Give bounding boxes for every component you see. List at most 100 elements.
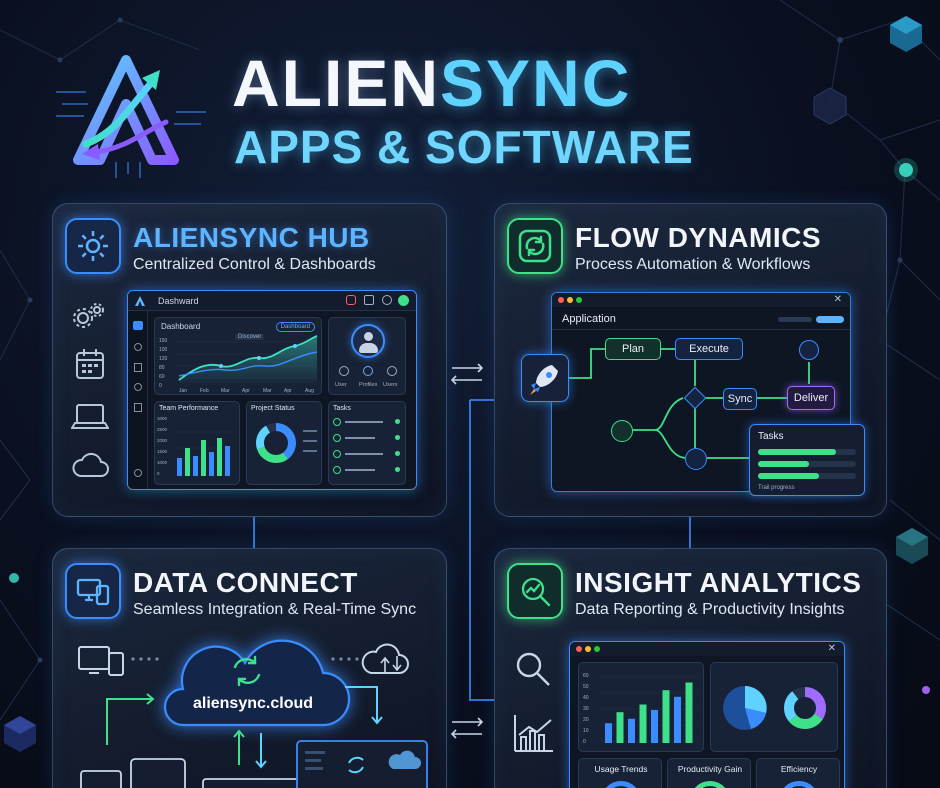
insight-metric-label: Efficiency	[780, 764, 818, 774]
dashboard-badge[interactable]: Dashboard	[275, 322, 315, 332]
team-bar	[177, 458, 182, 476]
rail-team-icon[interactable]	[134, 383, 142, 391]
data-connect-subtitle: Seamless Integration & Real-Time Sync	[133, 601, 417, 618]
hub-x-tick: Mar	[221, 388, 230, 394]
team-performance-title: Team Performance	[159, 405, 219, 412]
hub-y-tick: 0	[159, 383, 162, 389]
team-y-tick: 0	[157, 471, 160, 476]
laptop-icon	[71, 404, 109, 429]
team-bar	[201, 440, 206, 476]
team-bar	[225, 446, 230, 476]
gears-icon	[73, 303, 104, 328]
hub-title: ALIENSYNC HUB	[133, 222, 370, 253]
window-minimize-dot[interactable]	[585, 646, 591, 652]
task-status-dot	[395, 467, 400, 472]
team-y-tick: 1000	[157, 416, 168, 421]
hub-x-tick: Apr	[242, 388, 250, 394]
insight-y-tick: 40	[583, 695, 589, 701]
insight-bar	[628, 718, 635, 743]
merge-node-circle[interactable]	[685, 448, 707, 470]
task-check-icon[interactable]	[333, 418, 341, 426]
hub-tasks-title: Tasks	[333, 405, 351, 412]
flow-tasks-card[interactable]: Tasks Trail progress	[749, 424, 865, 496]
team-y-tick: 2000	[157, 438, 168, 443]
team-y-tick: 1500	[157, 449, 168, 454]
insight-bar	[674, 696, 681, 743]
rail-home-icon[interactable]	[133, 321, 143, 330]
plan-node[interactable]: Plan	[605, 338, 661, 360]
insight-analytics-panel[interactable]: INSIGHT ANALYTICS Data Reporting & Produ…	[494, 548, 887, 788]
window-maximize-dot[interactable]	[594, 646, 600, 652]
rail-settings-icon[interactable]	[134, 469, 142, 477]
task-check-icon[interactable]	[333, 466, 341, 474]
start-node-circle[interactable]	[611, 420, 633, 442]
user-avatar-icon[interactable]	[398, 295, 409, 306]
task-progress-fill	[758, 461, 809, 467]
dashboard-label: Dashboard	[161, 322, 201, 331]
rocket-icon[interactable]	[521, 354, 569, 402]
data-sync-diagram	[78, 639, 428, 788]
insight-metric-gauge	[690, 781, 730, 788]
insight-metric-gauge	[601, 781, 641, 788]
window-minimize-dot[interactable]	[567, 297, 573, 303]
insight-metric-card[interactable]: Efficiency	[756, 758, 840, 788]
hub-y-tick: 80	[159, 365, 165, 371]
insight-bar	[651, 710, 658, 743]
window-icon[interactable]	[364, 295, 374, 305]
rail-docs-icon[interactable]	[134, 363, 142, 372]
user-label: Users	[383, 382, 398, 388]
window-close-dot[interactable]	[558, 297, 564, 303]
insight-y-tick: 30	[583, 706, 589, 712]
calendar-icon	[76, 349, 104, 379]
insight-metric-card[interactable]: Usage Trends	[578, 758, 662, 788]
window-maximize-dot[interactable]	[576, 297, 582, 303]
team-bar	[193, 456, 198, 476]
close-icon[interactable]: ✕	[833, 294, 842, 305]
insight-window-bar	[570, 642, 844, 656]
hub-x-tick: Feb	[200, 388, 209, 394]
hub-x-tick: Apr	[284, 388, 292, 394]
flow-screen-title: Application	[562, 313, 616, 325]
insight-pie-charts	[723, 686, 826, 730]
hub-y-tick: 100	[159, 347, 168, 353]
hub-tasks-card[interactable]: Tasks	[328, 401, 406, 485]
user-icon	[387, 366, 397, 376]
hub-y-tick: 60	[159, 374, 165, 380]
magnifier-icon	[516, 652, 550, 686]
flow-tasks-title: Tasks	[758, 431, 784, 442]
hub-dashboard-screen[interactable]: Dashward Dashboard Dashboard Discover	[127, 290, 417, 490]
end-node-circle[interactable]	[799, 340, 819, 360]
hub-line-chart	[177, 335, 318, 386]
cloud-domain-label: aliensync.cloud	[192, 695, 314, 712]
insight-bar	[616, 712, 624, 743]
task-check-icon[interactable]	[333, 434, 341, 442]
deliver-node[interactable]: Deliver	[787, 386, 835, 410]
task-status-dot	[395, 419, 400, 424]
hub-subtitle: Centralized Control & Dashboards	[133, 256, 376, 273]
task-check-icon[interactable]	[333, 450, 341, 458]
rail-files-icon[interactable]	[134, 403, 142, 412]
execute-node[interactable]: Execute	[675, 338, 743, 360]
project-status-title: Project Status	[251, 405, 295, 412]
insight-bar	[639, 704, 647, 743]
insight-metric-card[interactable]: Productivity Gain	[667, 758, 751, 788]
brand-title-part2: SYNC	[440, 46, 632, 120]
data-connect-panel[interactable]: DATA CONNECT Seamless Integration & Real…	[52, 548, 447, 788]
flow-tasks-caption: Trail progress	[758, 485, 795, 491]
flow-dynamics-panel[interactable]: FLOW DYNAMICS Process Automation & Workf…	[494, 203, 887, 517]
flow-action-pill[interactable]	[816, 316, 844, 323]
insight-metric-label: Productivity Gain	[677, 764, 743, 774]
settings-icon[interactable]	[382, 295, 392, 305]
sync-node[interactable]: Sync	[723, 388, 757, 410]
close-icon[interactable]: ✕	[827, 643, 836, 654]
team-bar-chart	[173, 431, 237, 476]
notification-icon[interactable]	[346, 295, 356, 305]
aliensync-hub-panel[interactable]: ALIENSYNC HUB Centralized Control & Dash…	[52, 203, 447, 517]
window-close-dot[interactable]	[576, 646, 582, 652]
rail-users-icon[interactable]	[134, 343, 142, 351]
insight-metric-gauge	[779, 781, 819, 788]
team-bar	[217, 438, 222, 476]
